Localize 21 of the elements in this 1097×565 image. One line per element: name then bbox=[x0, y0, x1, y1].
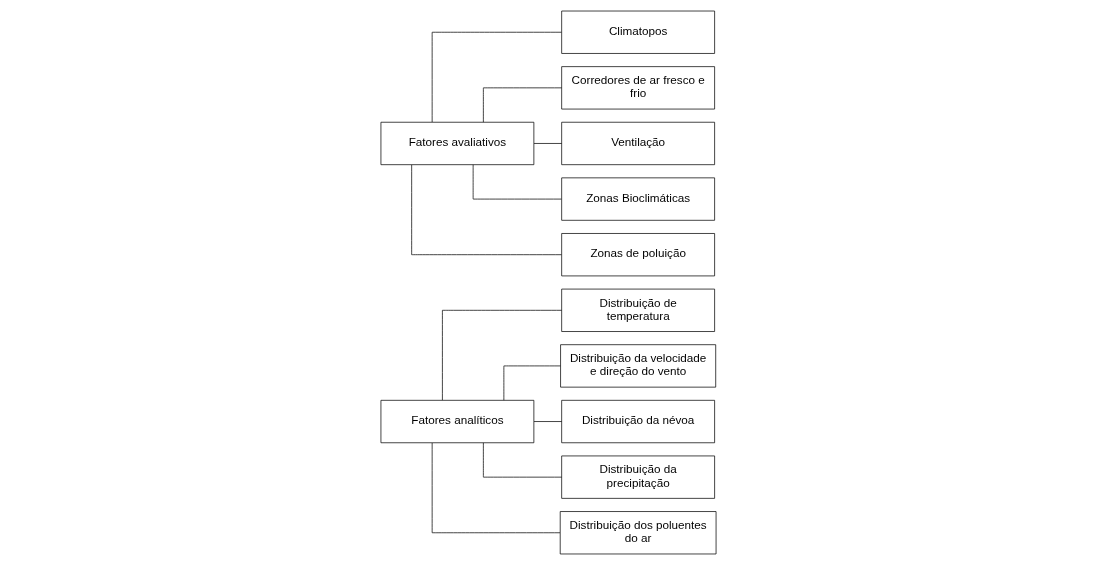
node-box: Zonas Bioclimáticas bbox=[561, 177, 715, 221]
connector bbox=[411, 164, 562, 256]
node-box: Distribuição da precipitação bbox=[561, 455, 715, 499]
node-box: Zonas de poluição bbox=[561, 233, 715, 277]
node-box: Ventilação bbox=[561, 121, 715, 166]
node-box: Climatopos bbox=[561, 10, 715, 54]
connector bbox=[503, 365, 561, 401]
node-box: Distribuição de temperatura bbox=[561, 288, 715, 332]
connector bbox=[533, 421, 563, 422]
node-box: Fatores analíticos bbox=[380, 399, 535, 444]
connector bbox=[472, 164, 562, 200]
connector bbox=[533, 143, 563, 144]
node-box: Fatores avaliativos bbox=[380, 121, 535, 166]
node-box: Corredores de ar fresco e frio bbox=[561, 66, 715, 110]
connector bbox=[442, 309, 562, 401]
node-box: Distribuição da névoa bbox=[561, 399, 715, 444]
connector bbox=[431, 31, 562, 123]
node-box: Distribuição dos poluentes do ar bbox=[559, 511, 717, 555]
connector bbox=[483, 442, 563, 478]
connector bbox=[483, 87, 563, 123]
node-box: Distribuição da velocidade e direção do vento bbox=[560, 344, 717, 388]
